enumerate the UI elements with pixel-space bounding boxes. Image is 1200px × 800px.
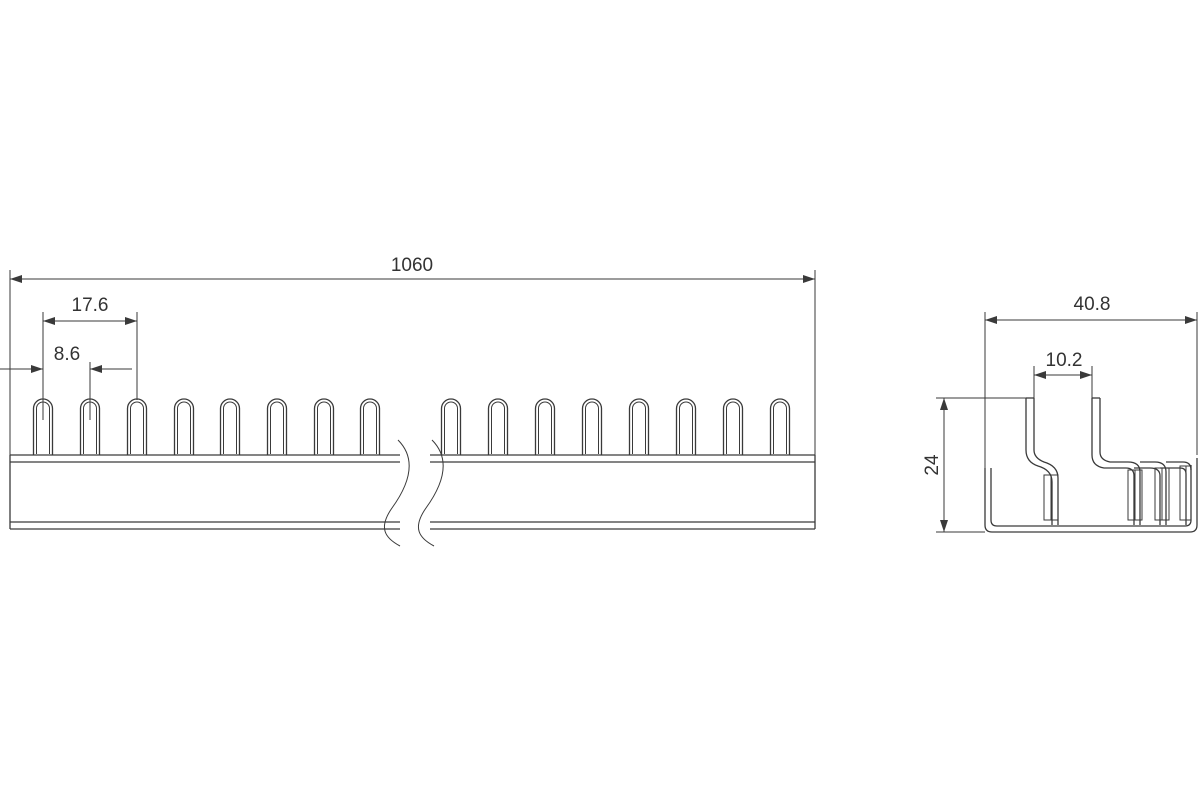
busbar-body — [9, 454, 816, 530]
busbar-pin-inner — [585, 401, 599, 454]
side-view: 40.8 10.2 24 — [922, 294, 1198, 533]
busbar-pin-inner — [130, 401, 144, 454]
busbar-pin — [534, 398, 556, 455]
busbar-pin-inner — [317, 401, 331, 454]
busbar-pin — [219, 398, 241, 455]
busbar-pin — [440, 398, 462, 455]
busbar-pin-inner — [491, 401, 505, 454]
busbar-pin — [581, 398, 603, 455]
busbar-pin — [628, 398, 650, 455]
break-lines — [383, 439, 444, 547]
busbar-pin — [675, 398, 697, 455]
busbar-profile — [984, 397, 1198, 533]
busbar-pin-inner — [177, 401, 191, 454]
busbar-pin-inner — [773, 401, 787, 454]
dimension-label-1060: 1060 — [391, 255, 433, 276]
busbar-pin — [487, 398, 509, 455]
busbar-pin-inner — [444, 401, 458, 454]
dimension-overall-length: 1060 — [9, 255, 816, 455]
busbar-pin-inner — [679, 401, 693, 454]
busbar-pin — [359, 398, 381, 455]
busbar-pin-inner — [632, 401, 646, 454]
dimension-label-10-2: 10.2 — [1046, 350, 1083, 371]
busbar-pin — [266, 398, 288, 455]
dimension-height: 24 — [922, 397, 1026, 533]
front-view: 1060 17.6 8.6 — [0, 255, 816, 547]
dimension-inner-width: 10.2 — [1033, 350, 1093, 398]
dimension-pin-width: 8.6 — [0, 344, 132, 420]
busbar-pins — [32, 398, 791, 455]
busbar-pin — [722, 398, 744, 455]
busbar-pin-inner — [726, 401, 740, 454]
dimension-label-17-6: 17.6 — [72, 295, 109, 316]
busbar-pin — [769, 398, 791, 455]
dimension-label-40-8: 40.8 — [1074, 294, 1111, 315]
busbar-pin-inner — [363, 401, 377, 454]
busbar-pin-inner — [270, 401, 284, 454]
dimension-label-24: 24 — [922, 454, 943, 476]
busbar-pin — [313, 398, 335, 455]
dimension-label-8-6: 8.6 — [54, 344, 80, 365]
dimension-total-width: 40.8 — [984, 294, 1198, 468]
busbar-pin — [173, 398, 195, 455]
dimension-pitch: 17.6 — [42, 295, 138, 420]
busbar-pin-inner — [538, 401, 552, 454]
busbar-pin-inner — [223, 401, 237, 454]
